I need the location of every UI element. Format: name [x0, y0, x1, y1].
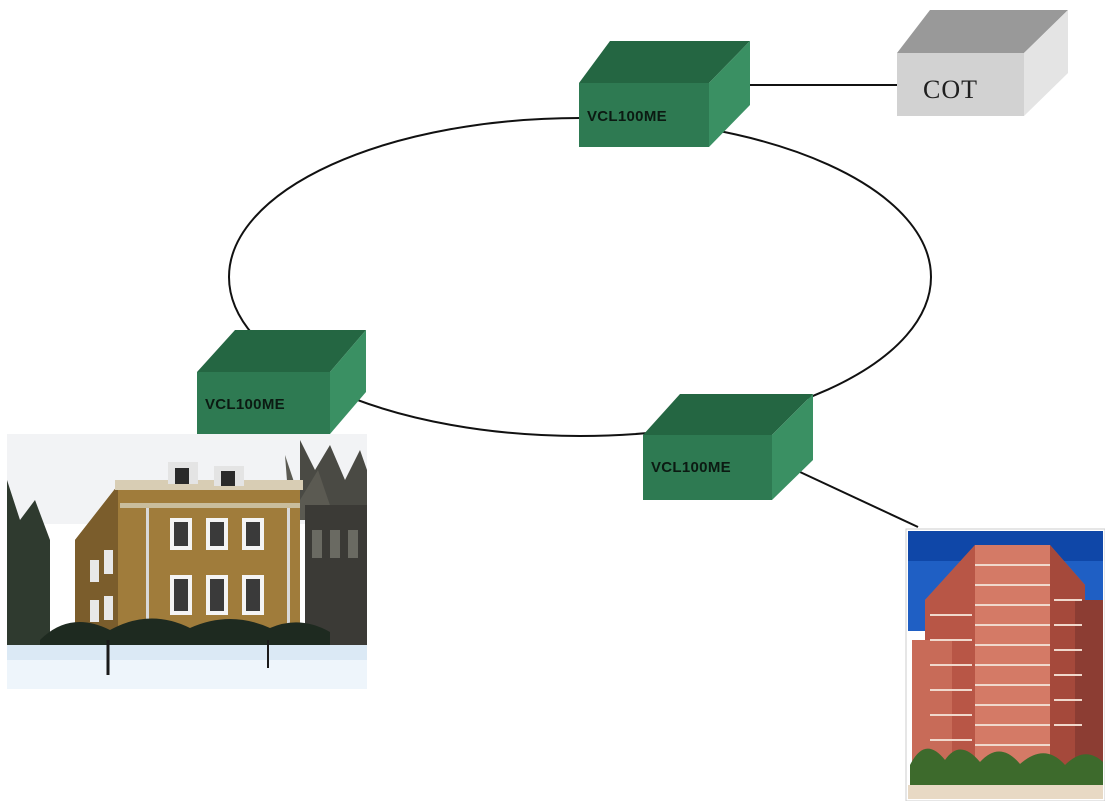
vcl-node-top: VCL100ME [579, 41, 750, 147]
vcl-node-right-front [643, 435, 772, 500]
vcl-node-left-front [197, 372, 330, 434]
cot-label: COT [923, 75, 978, 104]
vcl-node-top-side [709, 41, 750, 147]
cot-box: COT [897, 10, 1068, 116]
vcl-node-right-top [643, 394, 813, 435]
historic-building-photo [7, 434, 367, 689]
vcl-node-left: VCL100ME [197, 330, 366, 434]
vcl-node-left-side [330, 330, 366, 434]
cot-box-top [897, 10, 1068, 53]
vcl-node-top-front [579, 83, 709, 147]
vcl-node-top-label: VCL100ME [587, 108, 667, 125]
vcl-node-right-label: VCL100ME [651, 459, 731, 476]
vcl-node-left-label: VCL100ME [205, 396, 285, 413]
cot-box-front [897, 53, 1024, 116]
building-link [799, 471, 919, 528]
apartment-tower-photo [905, 528, 1105, 801]
vcl-node-top-top [579, 41, 750, 83]
vcl-node-right-side [772, 394, 813, 500]
vcl-node-left-top [197, 330, 366, 372]
cot-box-side [1024, 10, 1068, 116]
vcl-node-right: VCL100ME [643, 394, 813, 500]
